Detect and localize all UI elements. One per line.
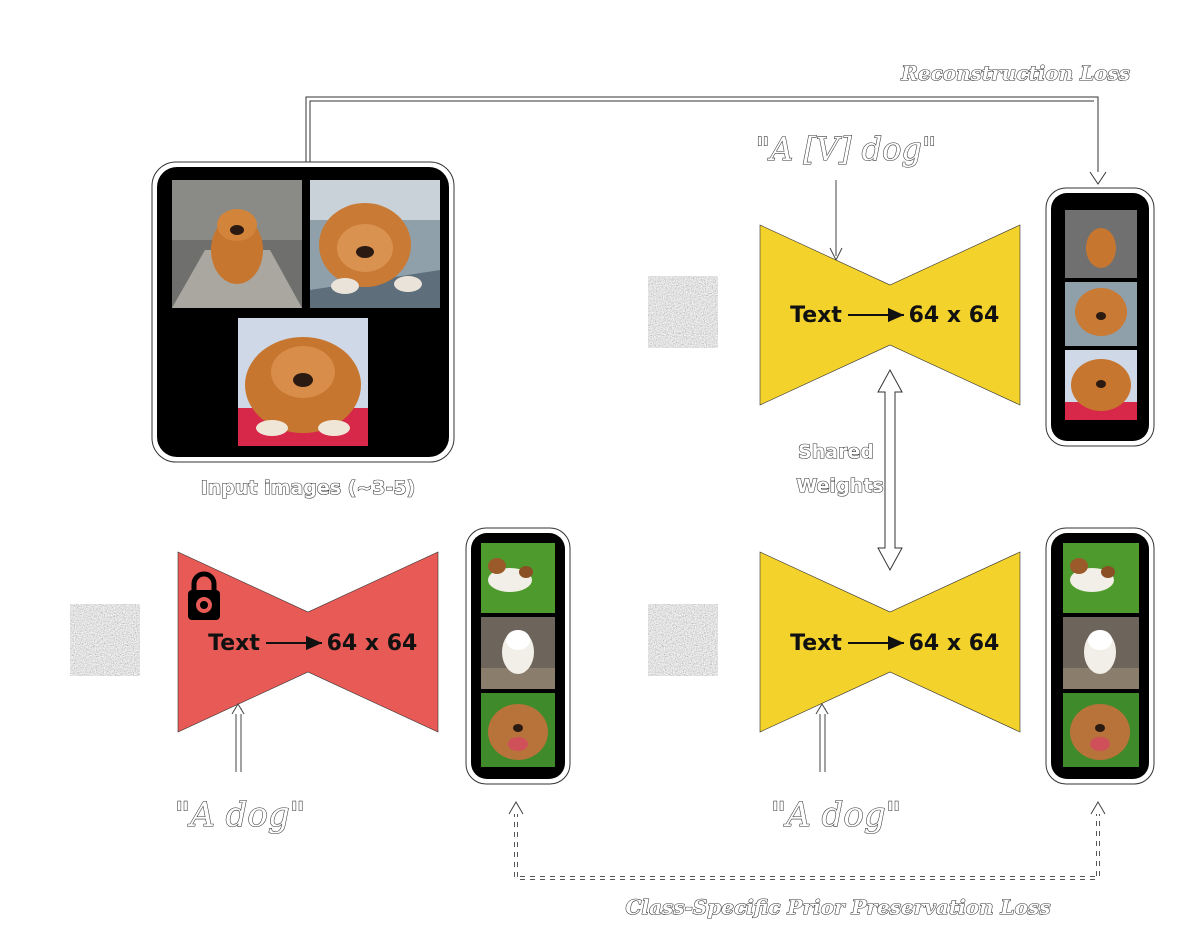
network-frozen-output-label: 64 x 64 <box>327 631 418 656</box>
shared-weights-label-line1: Shared <box>798 441 874 463</box>
shared-weights-label-line2: Weights <box>796 475 883 497</box>
input-images-label: Input images (~3-5) <box>201 477 416 499</box>
network-frozen-input-label: Text <box>208 631 260 656</box>
output-panel-frozen <box>465 527 571 785</box>
noise-input-frozen <box>70 604 140 676</box>
input-images-panel <box>151 161 455 463</box>
input-photo-car <box>310 180 440 308</box>
prompt-class-bottom: "A dog" <box>771 795 902 835</box>
class-photo-white-dog <box>481 617 555 689</box>
generated-photo-white-dog <box>1063 617 1139 689</box>
noise-input-bottom <box>648 604 718 676</box>
prior-preservation-loss-arrow <box>508 801 1106 880</box>
input-photo-lying <box>238 318 368 446</box>
reconstruction-loss-label: Reconstruction Loss <box>900 61 1130 85</box>
prompt-to-top-network-arrow <box>829 180 843 262</box>
network-bottom-output-label: 64 x 64 <box>909 631 1000 656</box>
output-panel-top <box>1045 187 1155 447</box>
class-photo-shepherd-mix <box>481 693 555 767</box>
output-top-photo-2 <box>1065 282 1137 346</box>
reconstruction-loss-arrow <box>305 96 1107 185</box>
prior-preservation-loss-label: Class-Specific Prior Preservation Loss <box>626 895 1051 919</box>
prompt-class-frozen: "A dog" <box>175 795 306 835</box>
class-photo-jack-russell <box>481 543 555 613</box>
network-bottom-input-label: Text <box>790 631 842 656</box>
generated-photo-jack-russell <box>1063 543 1139 613</box>
shared-weights-double-arrow <box>877 368 903 572</box>
noise-input-top <box>648 276 718 348</box>
output-top-photo-3 <box>1065 350 1137 420</box>
prompt-to-frozen-network-arrow <box>231 703 245 772</box>
output-top-photo-1 <box>1065 210 1137 278</box>
network-top-input-label: Text <box>790 303 842 328</box>
prompt-unique-identifier: "A [V] dog" <box>755 130 936 168</box>
lock-icon <box>188 571 220 620</box>
output-panel-bottom <box>1045 527 1155 785</box>
network-top-output-label: 64 x 64 <box>909 303 1000 328</box>
generated-photo-shepherd-mix <box>1063 693 1139 767</box>
input-photo-walking <box>172 180 302 308</box>
prompt-to-bottom-network-arrow <box>815 703 829 772</box>
